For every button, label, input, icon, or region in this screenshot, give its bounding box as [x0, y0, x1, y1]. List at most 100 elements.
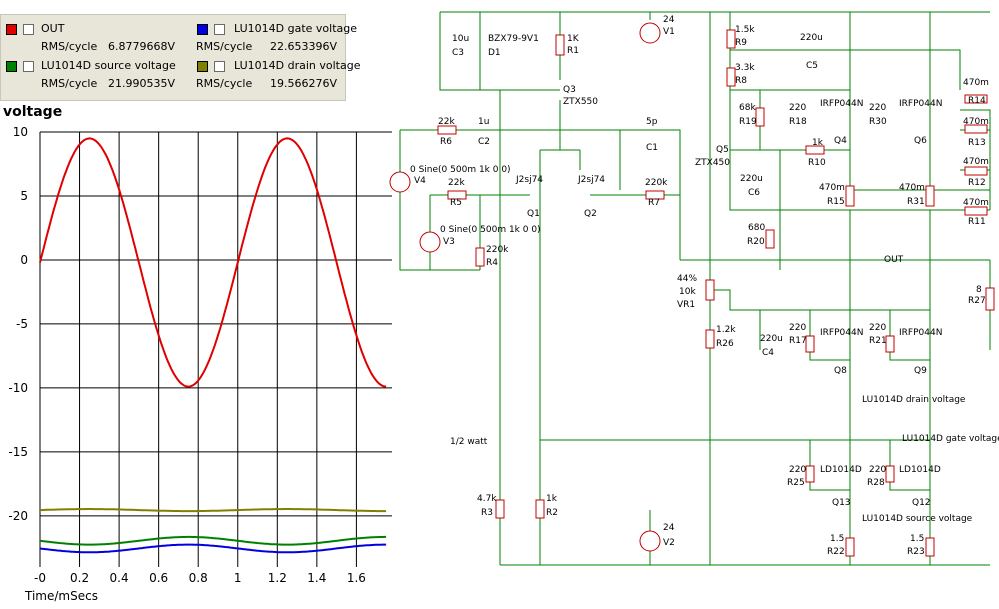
legend-color-swatch	[6, 24, 17, 35]
label-r15: 470m	[819, 183, 845, 193]
x-tick-label: 0.4	[110, 571, 129, 585]
series-line	[39, 535, 387, 546]
plot-title: voltage	[3, 104, 63, 120]
y-tick-label: -20	[8, 509, 28, 523]
legend-rms-value: 21.990535V	[108, 77, 176, 90]
label-r30: 220	[869, 103, 886, 113]
series-line	[39, 137, 387, 388]
label-r23: 1.5	[910, 534, 924, 544]
label-r18n: R18	[789, 117, 807, 127]
label-c2n: C2	[478, 137, 490, 147]
legend-color-swatch	[197, 24, 208, 35]
label-r28n: R28	[867, 478, 885, 488]
series-line	[39, 508, 387, 513]
label-r21: 220	[869, 323, 886, 333]
label-q3: ZTX550	[563, 97, 598, 107]
label-r31n: R31	[907, 197, 925, 207]
label-r6: 22k	[438, 117, 455, 127]
probe-source-label: LU1014D source voltage	[862, 514, 973, 524]
label-r10n: R10	[808, 158, 826, 168]
legend-rms-value: 19.566276V	[270, 77, 338, 90]
label-c2: 1u	[478, 117, 489, 127]
label-q3n: Q3	[563, 85, 576, 95]
label-r7: 220k	[645, 178, 668, 188]
legend-rms-label: RMS/cycle	[196, 40, 253, 53]
label-r13: 470m	[963, 117, 989, 127]
legend-rms-label: RMS/cycle	[41, 40, 98, 53]
label-r12n: R12	[968, 178, 986, 188]
label-q12n: Q12	[912, 498, 931, 508]
legend-series-name: LU1014D drain voltage	[234, 59, 361, 72]
label-r7n: R7	[648, 198, 660, 208]
label-r22: 1.5	[830, 534, 844, 544]
label-c5: 220u	[800, 33, 823, 43]
y-tick-label: -10	[8, 381, 28, 395]
x-axis-label: Time/mSecs	[24, 589, 98, 603]
label-q1n: Q1	[527, 209, 540, 219]
label-r27n: R27	[968, 296, 986, 306]
label-r4n: R4	[486, 258, 498, 268]
label-r18: 220	[789, 103, 806, 113]
label-q6n: Q6	[914, 136, 927, 146]
legend-series-name: OUT	[41, 22, 65, 35]
legend-checkbox[interactable]	[214, 24, 225, 35]
label-r27: 8	[976, 285, 982, 295]
label-r10: 1k	[812, 138, 824, 148]
label-r20: 680	[748, 223, 765, 233]
label-r8: 3.3k	[735, 63, 755, 73]
label-q13n: Q13	[832, 498, 851, 508]
label-v2: 24	[663, 523, 675, 533]
legend-color-swatch	[6, 61, 17, 72]
label-c4n: C4	[762, 348, 774, 358]
label-r13n: R13	[968, 138, 986, 148]
label-r2: 1k	[546, 494, 558, 504]
label-r20n: R20	[747, 237, 765, 247]
label-v2n: V2	[663, 538, 675, 548]
label-r26n: R26	[716, 339, 734, 349]
label-r1: 1K	[567, 34, 580, 44]
label-q2n: Q2	[584, 209, 597, 219]
x-tick-label: -0	[34, 571, 46, 585]
label-q5: ZTX450	[695, 158, 730, 168]
label-v3: 0 Sine(0 500m 1k 0 0)	[440, 225, 541, 235]
label-c3: 10u	[452, 34, 469, 44]
label-c6n: C6	[748, 188, 760, 198]
series-line	[39, 543, 387, 554]
label-q2t: J2sj74	[577, 175, 605, 185]
label-r15n: R15	[827, 197, 845, 207]
x-tick-label: 1.4	[307, 571, 326, 585]
label-r30n: R30	[869, 117, 887, 127]
label-r9n: R9	[735, 38, 747, 48]
label-r3: 4.7k	[477, 494, 497, 504]
legend-checkbox[interactable]	[214, 61, 225, 72]
legend-rms-value: 6.8779668V	[108, 40, 176, 53]
label-vr1n: VR1	[677, 300, 695, 310]
label-r26: 1.2k	[716, 325, 736, 335]
label-q4t: IRFP044N	[820, 99, 863, 109]
label-q4n: Q4	[834, 136, 847, 146]
x-tick-label: 0.8	[189, 571, 208, 585]
legend-checkbox[interactable]	[23, 24, 34, 35]
label-q5n: Q5	[716, 145, 729, 155]
label-d1: BZX79-9V1	[488, 34, 539, 44]
y-tick-label: 5	[20, 189, 28, 203]
label-r3n: R3	[481, 508, 493, 518]
label-r31: 470m	[899, 183, 925, 193]
label-r25: 220	[789, 465, 806, 475]
legend-panel: OUT RMS/cycle 6.8779668V LU1014D gate vo…	[0, 14, 360, 101]
label-c5n: C5	[806, 61, 818, 71]
label-r25n: R25	[787, 478, 805, 488]
x-tick-label: 0.2	[70, 571, 89, 585]
label-vr1p: 44%	[677, 274, 697, 284]
probe-drain-label: LU1014D drain voltage	[862, 395, 966, 405]
legend-checkbox[interactable]	[23, 61, 34, 72]
y-tick-label: 10	[13, 125, 28, 139]
label-v4: 0 Sine(0 500m 1k 0 0)	[410, 165, 511, 175]
label-r23n: R23	[907, 547, 925, 557]
label-r5n: R5	[450, 198, 462, 208]
legend-series-name: LU1014D gate voltage	[234, 22, 357, 35]
label-c1: 5p	[646, 117, 658, 127]
label-r17n: R17	[789, 336, 807, 346]
y-tick-label: 0	[20, 253, 28, 267]
